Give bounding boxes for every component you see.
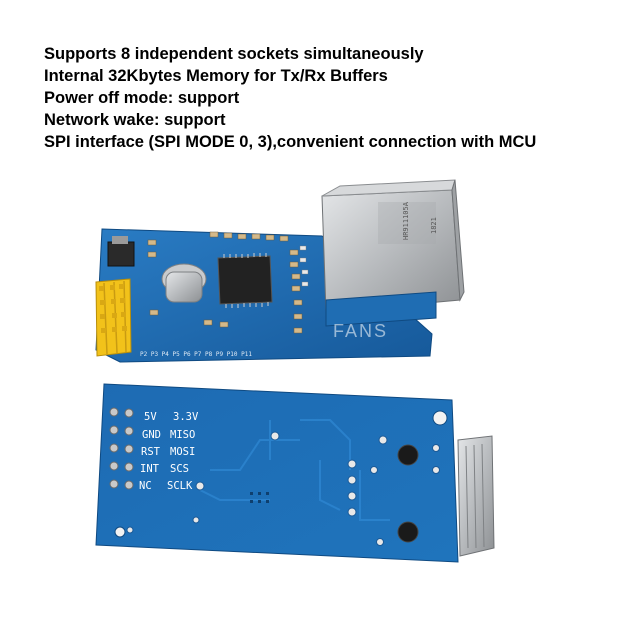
rj45-jack: HR911105A 1821	[321, 179, 465, 327]
pin-label: 5V	[144, 411, 157, 423]
pin-label: MISO	[170, 429, 195, 441]
pin-label: MOSI	[170, 446, 195, 458]
feature-line: Network wake: support	[44, 111, 226, 129]
pin-label: 3.3V	[173, 411, 199, 423]
back-header-pins	[109, 407, 134, 490]
jack-part-number: HR911105A	[402, 201, 410, 240]
pin-label: INT	[140, 463, 160, 475]
pin-label: NC	[139, 480, 152, 492]
back-board: 5V GND RST INT NC 3.3V MISO MOSI SCS SCL…	[95, 383, 495, 563]
back-pcb	[95, 383, 459, 563]
pin-label: SCS	[170, 463, 189, 475]
jack-mount-hole	[397, 521, 419, 543]
front-board: P2 P3 P4 P5 P6 P7 P8 P9 P10 P11 HR911105…	[95, 179, 465, 363]
feature-line: Supports 8 independent sockets simultane…	[44, 45, 424, 63]
ethernet-controller-chip	[217, 253, 273, 308]
mounting-hole	[432, 410, 448, 426]
feature-list: Supports 8 independent sockets simultane…	[44, 43, 536, 153]
mounting-hole	[114, 526, 126, 538]
jack-date-code: 1821	[430, 217, 438, 234]
feature-line: SPI interface (SPI MODE 0, 3),convenient…	[44, 133, 537, 151]
smd-components	[147, 231, 303, 334]
pin-label: GND	[142, 429, 161, 441]
feature-line: Internal 32Kbytes Memory for Tx/Rx Buffe…	[44, 67, 388, 85]
pin-header	[95, 278, 132, 357]
watermark-text: FANS	[333, 321, 388, 341]
svg-text:P2 P3 P4 P5 P6 P7 P8 P9 P10 P1: P2 P3 P4 P5 P6 P7 P8 P9 P10 P11	[140, 351, 252, 358]
jack-mount-hole	[397, 444, 419, 466]
voltage-regulator	[107, 241, 135, 267]
pin-label: SCLK	[167, 480, 193, 492]
feature-line: Power off mode: support	[44, 89, 240, 107]
pin-label: RST	[141, 446, 161, 458]
rj45-jack-rear	[457, 435, 495, 557]
